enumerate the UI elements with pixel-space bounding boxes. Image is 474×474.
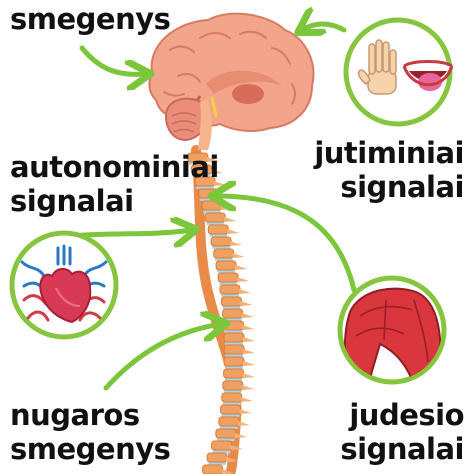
vertebra (223, 344, 245, 355)
vertebra (223, 368, 245, 379)
vertebra (223, 356, 245, 367)
arrow-to-spinal-cord (103, 324, 222, 391)
sensory-circle (343, 17, 454, 127)
spinal-disc (206, 222, 225, 225)
vertebra-process (220, 205, 233, 210)
spinal-disc (222, 402, 241, 405)
vertebra-process (230, 241, 243, 246)
vertebra (202, 464, 224, 474)
label-motor-line-2: signalai (340, 432, 464, 466)
vertebra-process (238, 289, 251, 294)
vertebra-process (235, 265, 248, 270)
label-spinal-line-1: nugaros (10, 398, 140, 432)
vertebra-process (234, 433, 247, 438)
label-sensory-line-1: jutiminiai (314, 136, 464, 170)
label-sensory-line-2: signalai (340, 170, 464, 204)
label-autonomic-signals: autonominiai signalai (10, 150, 219, 218)
vertebra-process (243, 361, 256, 366)
spinal-disc (214, 258, 233, 261)
spinal-disc (219, 282, 238, 285)
vertebra-process (241, 385, 254, 390)
vertebra (206, 452, 228, 463)
spinal-disc (192, 174, 211, 177)
heart-lungs-icon (20, 244, 108, 324)
vertebra (222, 380, 244, 391)
spinal-disc (212, 246, 231, 249)
vertebra (211, 440, 233, 451)
spinal-disc (188, 162, 207, 165)
label-motor-line-1: judesio (349, 398, 464, 432)
arrow-sensory-to-brain (302, 24, 347, 30)
vertebra (210, 236, 232, 247)
vertebra (222, 320, 244, 331)
spinal-disc (223, 390, 242, 393)
label-brain: smegenys (10, 2, 171, 36)
vertebra (222, 308, 244, 319)
vertebra-process (243, 349, 256, 354)
vertebra-process (226, 457, 239, 462)
spinal-disc (219, 426, 238, 429)
muscle-circle (337, 275, 447, 385)
label-sensory-signals: jutiminiai signalai (314, 136, 464, 204)
label-motor-signals: judesio signalai (340, 398, 464, 466)
vertebra-process (239, 409, 252, 414)
arrow-to-brain (79, 45, 146, 74)
vertebra-process (240, 301, 253, 306)
vertebra-process (242, 337, 255, 342)
vertebra-process (206, 157, 219, 162)
vertebra-process (227, 229, 240, 234)
vertebra (219, 284, 241, 295)
arrow-to-spine-autonomic (69, 230, 192, 236)
vertebra-process (240, 397, 253, 402)
vertebra (215, 428, 237, 439)
label-autonomic-line-1: autonominiai (10, 150, 219, 184)
hand-icon (357, 39, 397, 95)
spinal-disc (222, 306, 241, 309)
mouth-icon (402, 60, 454, 91)
vertebra (215, 260, 237, 271)
label-spinal-cord: nugaros smegenys (10, 398, 171, 466)
vertebra-process (230, 445, 243, 450)
brain (148, 12, 315, 150)
spinal-disc (220, 294, 239, 297)
vertebra (217, 272, 239, 283)
spinal-disc (224, 378, 243, 381)
vertebra-process (237, 277, 250, 282)
arrow-motor-to-spine (216, 196, 357, 293)
vertebra-process (232, 253, 245, 258)
vertebra (220, 296, 242, 307)
heart-circle (9, 230, 119, 340)
vertebra-process (242, 373, 255, 378)
vertebra (223, 332, 245, 343)
vertebra-process (242, 325, 255, 330)
spinal-disc (217, 270, 236, 273)
vertebra-process (221, 469, 234, 474)
label-autonomic-line-2: signalai (10, 184, 134, 218)
spinal-disc (216, 438, 235, 441)
spinal-disc (225, 354, 244, 357)
vertebra (219, 404, 241, 415)
spinal-disc (208, 462, 227, 465)
spinal-disc (212, 450, 231, 453)
vertebra (218, 416, 240, 427)
spinal-disc (209, 234, 228, 237)
vertebra-process (241, 313, 254, 318)
vertebra-process (224, 217, 237, 222)
spinal-disc (221, 414, 240, 417)
vertebra (221, 392, 243, 403)
vertebra (207, 224, 229, 235)
vertebra-process (237, 421, 250, 426)
spinal-disc (224, 342, 243, 345)
vertebra-process (210, 169, 223, 174)
vertebra (213, 248, 235, 259)
spinal-disc (225, 366, 244, 369)
label-spinal-line-2: smegenys (10, 432, 171, 466)
